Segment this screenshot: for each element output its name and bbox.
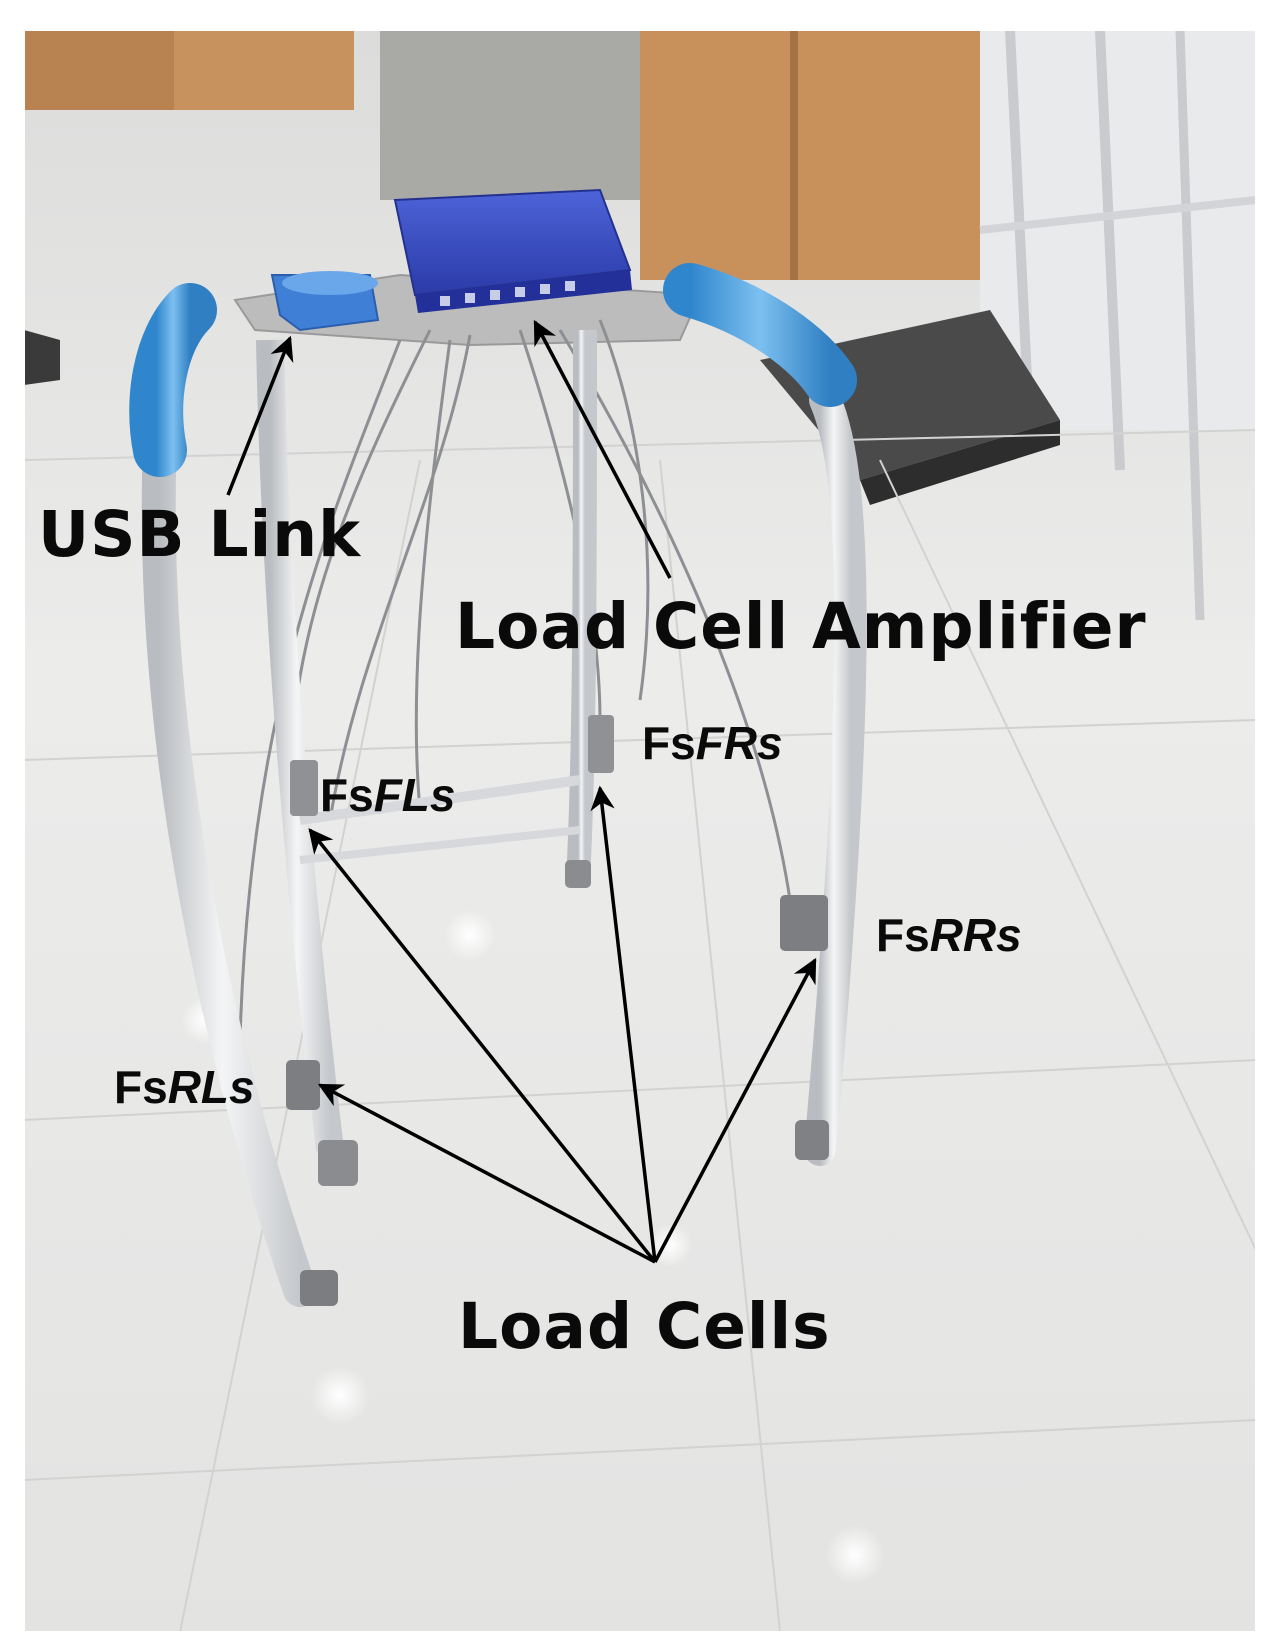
label-usb-link: USB Link [38, 498, 361, 571]
label-fs-fls: FsFLs [320, 768, 455, 822]
label-fs-frs: FsFRs [642, 716, 783, 770]
label-fs-fls-suffix: FLs [373, 769, 456, 821]
label-fs-rls-prefix: Fs [114, 1061, 168, 1113]
label-fs-fls-prefix: Fs [320, 769, 374, 821]
arrow-fs-frs [590, 785, 657, 1263]
label-load-cell-amplifier: Load Cell Amplifier [455, 590, 1147, 663]
load-cell-rl [286, 1060, 320, 1110]
label-fs-rrs-prefix: Fs [876, 909, 930, 961]
label-fs-frs-suffix: FRs [695, 717, 783, 769]
load-cell-amplifier-device [393, 188, 632, 313]
label-fs-frs-prefix: Fs [642, 717, 696, 769]
arrow-usb-link [226, 335, 294, 496]
label-fs-rls-suffix: RLs [167, 1061, 255, 1113]
floor-reflections [181, 909, 885, 1585]
usb-link-device [270, 271, 380, 332]
annotation-arrows [226, 319, 817, 1264]
label-fs-rrs-suffix: RRs [929, 909, 1022, 961]
arrow-fs-fls [308, 828, 657, 1264]
label-load-cells: Load Cells [458, 1290, 831, 1363]
load-cell-fl [290, 760, 318, 816]
label-fs-rls: FsRLs [114, 1060, 255, 1114]
label-fs-rrs: FsRRs [876, 908, 1022, 962]
arrow-fs-rls [317, 1083, 656, 1264]
foam-grips [129, 263, 857, 477]
load-cell-fr [588, 715, 614, 773]
load-cell-rr [780, 895, 828, 951]
arrow-amplifier [533, 319, 672, 579]
arrow-fs-rrs [653, 957, 817, 1263]
